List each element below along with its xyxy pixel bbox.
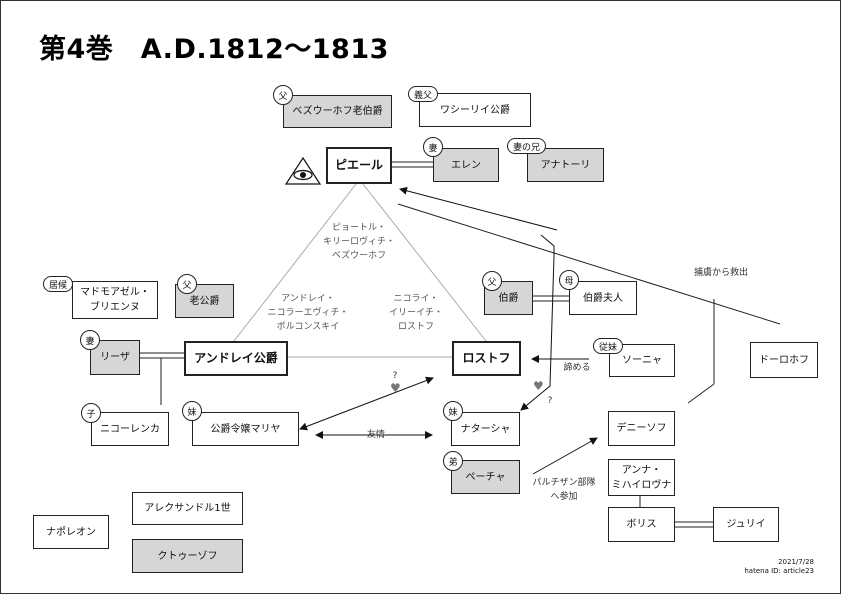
triangle-lines (233, 183, 487, 358)
tag-father: 父 (177, 274, 197, 294)
tag-wife: 妻 (80, 330, 100, 350)
node-helene: エレン (433, 148, 499, 182)
tag-resident: 居候 (43, 276, 74, 292)
tag-cousin: 従妹 (593, 338, 624, 354)
label-nikolai-full-name: ニコライ・ イリーイチ・ ロストフ (388, 294, 443, 332)
tag-wife: 妻 (423, 137, 443, 157)
node-anna: アンナ・ ミハイロヴナ (608, 459, 675, 496)
label-giveup: 諦める (563, 363, 591, 373)
node-julie: ジュリイ (713, 507, 779, 542)
node-bezukhov-elder: ベズウーホフ老伯爵 (283, 95, 392, 128)
node-dolokhov: ドーロホフ (750, 342, 818, 378)
node-marya: 公爵令嬢マリヤ (192, 412, 299, 446)
arrow-lines (299, 186, 598, 475)
node-denisov: デニーソフ (608, 411, 675, 446)
tag-wife-brother: 妻の兄 (507, 138, 547, 154)
label-rescue: 捕虜から救出 (693, 268, 748, 278)
eye-of-providence-icon (284, 156, 322, 185)
tag-father: 父 (273, 85, 293, 105)
node-lise: リーザ (90, 340, 140, 375)
tag-sister: 妹 (182, 401, 202, 421)
label-question: ? (547, 396, 553, 406)
node-anatole: アナトーリ (527, 148, 604, 182)
node-kutuzov: クトゥーゾフ (132, 539, 243, 573)
node-countess: 伯爵夫人 (569, 281, 637, 315)
node-petya: ペーチャ (451, 460, 520, 494)
node-natasha: ナターシャ (451, 412, 520, 446)
label-question: ? (392, 371, 398, 381)
node-andrei: アンドレイ公爵 (184, 341, 288, 376)
footer: 2021/7/28 hatena ID: article23 (744, 558, 814, 576)
node-vasily: ワシーリイ公爵 (419, 93, 531, 127)
node-bourienne: マドモアゼル・ ブリエンヌ (72, 281, 158, 319)
tag-son: 子 (81, 403, 101, 423)
label-partisan: パルチザン部隊 へ参加 (532, 478, 596, 502)
heart-icon: ♥ (533, 379, 544, 393)
node-pierre: ピエール (326, 147, 392, 184)
tag-brother: 弟 (443, 451, 463, 471)
node-rostov: ロストフ (452, 341, 521, 376)
label-pyotr-full-name: ピョートル・ キリーロヴィチ・ ベズウーホフ (322, 223, 395, 261)
tag-mother: 母 (559, 270, 579, 290)
tag-father: 父 (482, 271, 502, 291)
tag-sister: 妹 (443, 401, 463, 421)
node-nikolenka: ニコーレンカ (91, 412, 169, 446)
node-boris: ボリス (608, 507, 675, 542)
heart-icon: ♥ (390, 381, 401, 395)
node-alexander: アレクサンドル1世 (132, 492, 243, 525)
label-friendship: 友情 (366, 430, 385, 440)
label-andrei-full-name: アンドレイ・ ニコラーエヴィチ・ ボルコンスキイ (267, 294, 349, 332)
page-title: 第4巻 A.D.1812〜1813 (39, 34, 389, 65)
tag-father-in-law: 義父 (408, 86, 439, 102)
family-lines (160, 203, 781, 507)
node-napoleon: ナポレオン (33, 515, 109, 549)
footer-date: 2021/7/28 (778, 558, 814, 566)
footer-id: hatena ID: article23 (744, 567, 814, 575)
